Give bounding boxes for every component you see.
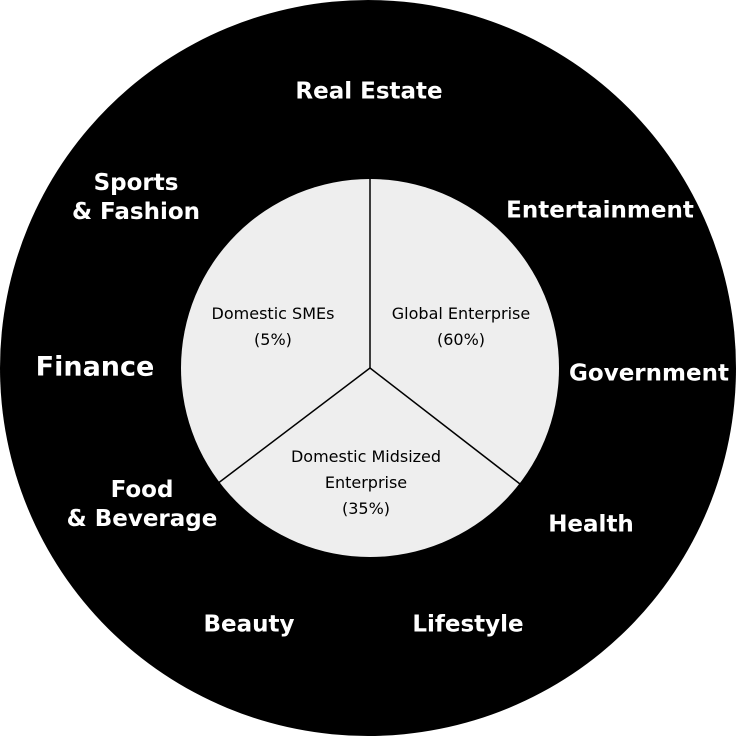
industry-beauty: Beauty (203, 611, 295, 638)
industry-health: Health (548, 511, 634, 538)
industry-real-estate: Real Estate (295, 78, 443, 105)
segment-share: (5%) (254, 330, 292, 349)
segment-share: (60%) (436, 330, 486, 349)
segment-name: Domestic Midsized Enterprise (290, 447, 442, 492)
segment-name: Global Enterprise (391, 304, 531, 323)
industry-lifestyle: Lifestyle (412, 611, 524, 638)
divider-right (369, 367, 521, 485)
segment-global-enterprise: Global Enterprise (60%) (392, 301, 530, 353)
segment-share: (35%) (341, 499, 391, 518)
industry-finance: Finance (35, 351, 155, 383)
divider-left (216, 367, 371, 485)
segment-name: Domestic SMEs (211, 304, 335, 323)
industry-sports-fashion: Sports & Fashion (71, 170, 201, 225)
industry-food-beverage: Food & Beverage (66, 477, 218, 532)
industry-entertainment: Entertainment (506, 197, 694, 224)
segment-domestic-smes: Domestic SMEs (5%) (212, 301, 335, 353)
industry-government: Government (569, 360, 729, 387)
segment-domestic-midsized: Domestic Midsized Enterprise (35%) (291, 444, 441, 522)
